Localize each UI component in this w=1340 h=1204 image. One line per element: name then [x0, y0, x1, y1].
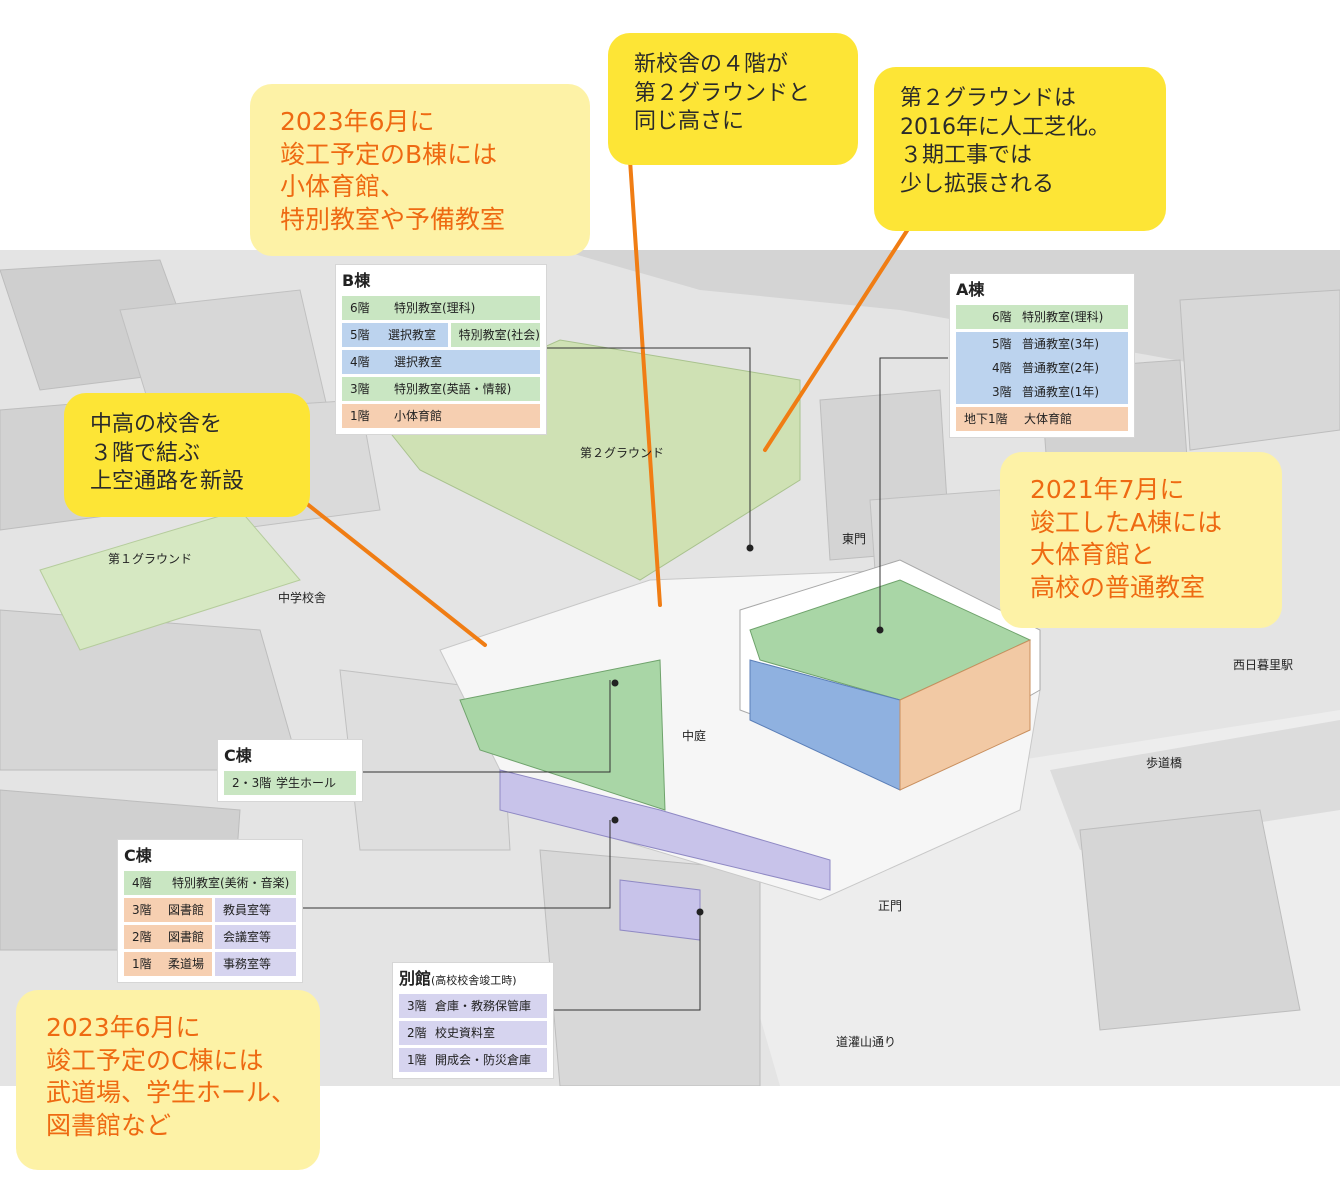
floor-row: 2階校史資料室	[399, 1021, 547, 1045]
callout-c-building: 2023年6月に 竣工予定のC棟には 武道場、学生ホール、 図書館など	[16, 990, 320, 1170]
floor-row: 1階柔道場 事務室等	[124, 952, 296, 976]
callout-line: 竣工予定のB棟には	[280, 139, 498, 169]
floor-row: 1階開成会・防災倉庫	[399, 1048, 547, 1072]
floor-row: 1階小体育館	[342, 404, 540, 428]
legend-title: C棟	[224, 746, 252, 765]
legend-title: C棟	[124, 846, 152, 865]
floor-row: 4階特別教室(美術・音楽)	[124, 871, 296, 895]
legend-b-building: B棟 6階特別教室(理科) 5階選択教室 特別教室(社会) 4階選択教室 3階特…	[336, 265, 546, 434]
callout-line: 図書館など	[46, 1110, 172, 1140]
floor-row: 3階普通教室(1年)	[956, 380, 1128, 404]
callout-line: 2023年6月に	[280, 107, 435, 136]
floor-row: 3階倉庫・教務保管庫	[399, 994, 547, 1018]
floor-row: 3階特別教室(英語・情報)	[342, 377, 540, 401]
floor-row: 3階図書館 教員室等	[124, 898, 296, 922]
legend-title: B棟	[342, 271, 371, 290]
callout-line: 竣工予定のC棟には	[46, 1045, 264, 1075]
legend-title: A棟	[956, 280, 985, 299]
callout-line: 上空通路を新設	[90, 469, 245, 495]
callout-line: 同じ高さに	[634, 109, 745, 135]
legend-annex: 別館(高校校舎竣工時) 3階倉庫・教務保管庫 2階校史資料室 1階開成会・防災倉…	[393, 963, 553, 1078]
legend-title: 別館(高校校舎竣工時)	[399, 969, 517, 988]
callout-line: 小体育館、	[280, 172, 406, 201]
callout-line: 新校舎の４階が	[634, 52, 789, 77]
floor-row: 6階特別教室(理科)	[342, 296, 540, 320]
callout-line: 2016年に人工芝化。	[900, 114, 1110, 140]
callout-line: 中高の校舎を	[90, 412, 223, 437]
callout-line: 武道場、学生ホール、	[46, 1078, 297, 1107]
legend-c-hall: C棟 2・3階学生ホール	[218, 740, 362, 801]
legend-a-building: A棟 6階特別教室(理科) 5階普通教室(3年) 4階普通教室(2年) 3階普通…	[950, 274, 1134, 437]
label-ground2: 第２グラウンド	[580, 446, 665, 460]
label-east-gate: 東門	[842, 532, 867, 546]
floor-row: 4階選択教室	[342, 350, 540, 374]
callout-skyway: 中高の校舎を ３階で結ぶ 上空通路を新設	[64, 393, 310, 517]
callout-fourth-floor: 新校舎の４階が 第２グラウンドと 同じ高さに	[608, 33, 858, 165]
legend-c-building: C棟 4階特別教室(美術・音楽) 3階図書館 教員室等 2階図書館 会議室等 1…	[118, 840, 302, 982]
callout-line: 2021年7月に	[1030, 475, 1185, 504]
callout-line: 特別教室や予備教室	[280, 204, 506, 234]
callout-line: ３期工事では	[900, 143, 1033, 169]
label-main-gate: 正門	[878, 899, 903, 913]
floor-row: 5階普通教室(3年)	[956, 332, 1128, 356]
callout-line: 第２グラウンドは	[900, 86, 1077, 111]
label-nishinippori: 西日暮里駅	[1233, 658, 1294, 672]
floor-row: 6階特別教室(理科)	[956, 305, 1128, 329]
floor-row: 2階図書館 会議室等	[124, 925, 296, 949]
label-courtyard: 中庭	[682, 729, 707, 743]
callout-line: 竣工したA棟には	[1030, 507, 1223, 537]
callout-b-building: 2023年6月に 竣工予定のB棟には 小体育館、 特別教室や予備教室	[250, 84, 590, 256]
callout-line: ３階で結ぶ	[90, 440, 201, 466]
label-junior-high: 中学校舎	[278, 591, 327, 605]
floor-row: 4階普通教室(2年)	[956, 356, 1128, 380]
callout-line: 大体育館と	[1030, 540, 1156, 569]
callout-a-building: 2021年7月に 竣工したA棟には 大体育館と 高校の普通教室	[1000, 452, 1282, 628]
callout-line: 高校の普通教室	[1030, 572, 1206, 602]
callout-line: 第２グラウンドと	[634, 80, 811, 106]
floor-row: 5階選択教室 特別教室(社会)	[342, 323, 540, 347]
floor-row: 2・3階学生ホール	[224, 771, 356, 795]
callout-line: 少し拡張される	[900, 171, 1055, 197]
floor-row: 地下1階大体育館	[956, 407, 1128, 431]
label-ground1: 第１グラウンド	[108, 552, 193, 566]
callout-line: 2023年6月に	[46, 1013, 201, 1042]
callout-ground2: 第２グラウンドは 2016年に人工芝化。 ３期工事では 少し拡張される	[874, 67, 1166, 231]
label-footbridge: 歩道橋	[1146, 756, 1183, 770]
label-street: 道灌山通り	[836, 1035, 897, 1049]
